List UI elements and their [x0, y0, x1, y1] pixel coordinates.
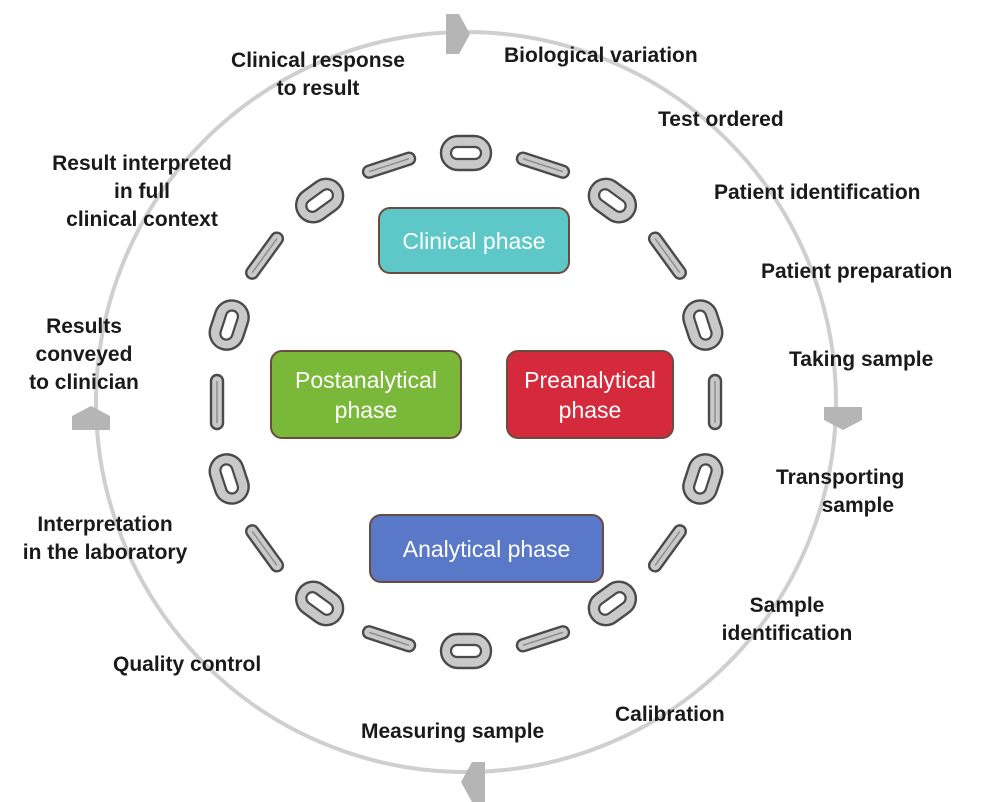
step-results-conveyed: Results conveyed to clinician [14, 313, 154, 397]
step-line: Transporting [776, 466, 905, 489]
analytical-phase-box: Analytical phase [369, 514, 604, 583]
step-line: identification [721, 622, 853, 645]
chain-link [647, 231, 687, 280]
chain-link [682, 299, 724, 351]
step-taking-sample: Taking sample [789, 346, 933, 374]
chain-link [245, 231, 285, 280]
chain-link [361, 625, 417, 653]
step-line: in the laboratory [22, 541, 188, 564]
arrow-bottom-left-icon [461, 762, 485, 802]
chain-link [208, 453, 250, 505]
step-transporting-sample: Transporting sample [776, 464, 905, 520]
postanalytical-phase-box: Postanalytical phase [270, 350, 462, 439]
chain-link [515, 151, 571, 179]
chain-link [209, 373, 225, 431]
step-line: Sample [749, 594, 825, 617]
arrow-top-right-icon [446, 14, 470, 54]
chain [208, 134, 724, 670]
chain-link [361, 151, 417, 179]
preanalytical-phase-box: Preanalytical phase [506, 350, 674, 439]
phase-label: phase [558, 396, 622, 423]
step-line: in full [114, 180, 170, 203]
phase-label: phase [334, 396, 398, 423]
chain-link [294, 177, 345, 224]
chain-link [707, 373, 723, 431]
chain-link [439, 134, 493, 172]
step-line: Taking sample [789, 348, 934, 371]
clinical-phase-box: Clinical phase [378, 207, 570, 274]
step-line: Calibration [615, 703, 725, 726]
step-line: Results [46, 315, 122, 338]
chain-link [647, 524, 687, 573]
chain-link [294, 580, 345, 627]
step-line: to clinician [29, 371, 139, 394]
step-line: to result [276, 77, 360, 100]
step-line: Interpretation [37, 513, 173, 536]
arrow-right-down-icon [824, 407, 862, 430]
step-patient-preparation: Patient preparation [761, 258, 952, 286]
step-line: Patient identification [714, 181, 921, 204]
chain-link [515, 625, 571, 653]
step-interpretation-in-the-laboratory: Interpretation in the laboratory [10, 511, 200, 567]
step-line: Test ordered [658, 108, 784, 131]
cycle-arrows [72, 14, 862, 802]
step-line: conveyed [35, 343, 133, 366]
chain-link [439, 632, 493, 670]
step-clinical-response: Clinical response to result [212, 47, 424, 103]
step-line: Biological variation [504, 44, 698, 67]
step-sample-identification: Sample identification [714, 592, 860, 648]
chain-link [587, 580, 638, 627]
step-line: Result interpreted [52, 152, 232, 175]
step-result-interpreted: Result interpreted in full clinical cont… [36, 150, 248, 234]
arrow-left-up-icon [72, 406, 110, 430]
step-line: Patient preparation [761, 260, 953, 283]
chain-link [245, 524, 285, 573]
step-line: Measuring sample [361, 720, 545, 743]
step-test-ordered: Test ordered [658, 106, 784, 134]
step-line: Clinical response [231, 49, 405, 72]
step-line: Quality control [113, 653, 262, 676]
phase-label: Analytical phase [402, 535, 571, 562]
step-patient-identification: Patient identification [714, 179, 921, 207]
step-biological-variation: Biological variation [504, 42, 698, 70]
chain-link [682, 453, 724, 505]
step-line: clinical context [66, 208, 218, 231]
chain-link [587, 177, 638, 224]
chain-link [208, 299, 250, 351]
step-measuring-sample: Measuring sample [361, 718, 544, 746]
phase-label: Preanalytical [524, 366, 656, 393]
step-line: sample [821, 494, 894, 517]
step-calibration: Calibration [615, 701, 725, 729]
phase-label: Postanalytical [295, 366, 437, 393]
phase-label: Clinical phase [402, 227, 546, 254]
step-quality-control: Quality control [113, 651, 261, 679]
